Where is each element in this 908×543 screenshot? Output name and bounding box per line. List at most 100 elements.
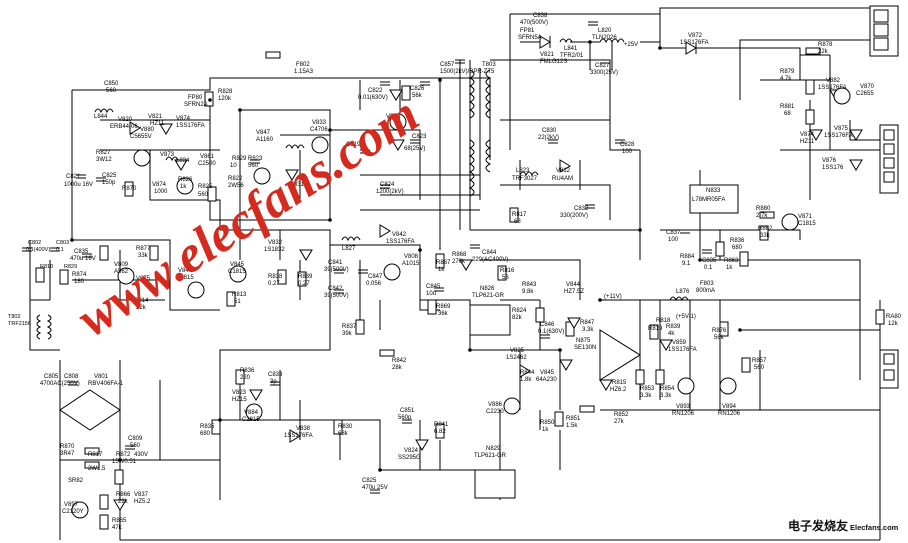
label-r868: R868 — [452, 252, 467, 258]
label-r850: R850 — [540, 420, 555, 426]
label-c833: C833 — [268, 372, 283, 378]
label-v876t: 1SS176 — [822, 165, 844, 171]
label-n829t: TLP621-GR — [474, 453, 507, 459]
label-c837v: 100 — [668, 237, 679, 243]
label-p5v: (+5V-1) — [676, 314, 696, 320]
label-r853v: 3.3k — [640, 393, 652, 399]
label-c828: C828 — [620, 142, 635, 148]
label-v842t: 1SS176FA — [386, 239, 415, 245]
transformer-t803 — [468, 69, 492, 197]
label-r814: R814 — [134, 298, 149, 304]
label-c825: C825 — [102, 173, 117, 179]
label-r880: R880 — [756, 206, 771, 212]
label-v825t: 1S2462 — [506, 355, 527, 361]
label-c822: C822 — [368, 88, 383, 94]
label-c824: C824 — [380, 182, 395, 188]
components — [22, 5, 899, 530]
label-r824v: 82k — [512, 315, 523, 321]
label-v845b: V845 — [540, 370, 555, 376]
label-r827: R827 — [96, 150, 111, 156]
label-r818: R818 — [656, 318, 671, 324]
label-c844: C844 — [482, 250, 497, 256]
label-c838v: 470(500V) — [520, 20, 548, 26]
label-f803v: 800mA — [696, 288, 715, 294]
label-v859: V859 — [672, 340, 687, 346]
label-c808: C808 — [64, 374, 79, 380]
label-c837: C837 — [666, 230, 681, 236]
label-r836: R836 — [730, 238, 745, 244]
label-v893: V893 — [676, 404, 691, 410]
label-r874: R874 — [72, 272, 87, 278]
label-r829b: R829 — [64, 264, 77, 270]
label-r841v: 6.82 — [434, 429, 446, 435]
label-v823: V823 — [232, 390, 247, 396]
label-r866: R866 — [116, 492, 131, 498]
label-r816v: 56 — [502, 275, 509, 281]
label-n875: N875 — [576, 338, 591, 344]
label-r854v: 3.3k — [660, 393, 672, 399]
optocoupler-n829 — [474, 469, 516, 499]
label-r877: R877 — [136, 246, 151, 252]
label-tfr: TFR2/01 — [560, 53, 584, 59]
optocoupler-n826 — [469, 304, 511, 336]
label-r815v: HZ6.2 — [610, 387, 627, 393]
label-v894: V894 — [722, 404, 737, 410]
label-v893t: RN1206 — [672, 411, 695, 417]
label-r817: R817 — [512, 212, 527, 218]
label-r876: R876 — [712, 328, 727, 334]
label-c809b: 430V — [134, 452, 148, 458]
label-c803: C803 — [56, 240, 69, 246]
label-c851: C851 — [400, 408, 415, 414]
label-r879: R879 — [780, 69, 795, 75]
label-r815: R815 — [612, 380, 627, 386]
label-r822v: 2W56 — [228, 183, 244, 189]
label-c838: C838 — [533, 13, 548, 19]
label-t803: T803 — [482, 62, 496, 68]
label-v870t: C2655 — [856, 91, 874, 97]
label-v894t: RN1206 — [718, 411, 741, 417]
label-r842: R842 — [392, 358, 407, 364]
regulator-n833 — [689, 184, 739, 214]
label-n826t: TLP621-GR — [472, 293, 505, 299]
label-c841v: 39(500V) — [324, 267, 349, 273]
label-f803: F803 — [700, 281, 714, 287]
label-c833v: 3p — [270, 379, 277, 385]
label-v838t: 1SS176FA — [284, 433, 313, 439]
label-c835b: C835 — [74, 249, 89, 255]
label-r839b: R839 — [666, 324, 681, 330]
label-fp81: FP81 — [520, 28, 535, 34]
label-r852v: 27k — [614, 419, 625, 425]
label-v847: V847 — [256, 130, 271, 136]
label-c825v: 150p — [102, 180, 116, 186]
resistors — [35, 47, 885, 530]
label-r839: R839 — [298, 274, 313, 280]
label-r825: R825 — [198, 184, 213, 190]
label-r854: R854 — [660, 386, 675, 392]
label-v801: V801 — [94, 374, 109, 380]
label-c1000: 1000 — [154, 189, 168, 195]
label-r836v: 680 — [732, 245, 743, 251]
label-v821b: V821 — [148, 114, 163, 120]
label-v874b: V874 — [176, 116, 191, 122]
label-r843v: 9.8k — [522, 289, 534, 295]
label-v874c: V874 — [152, 182, 167, 188]
label-c845v: 10u — [426, 291, 436, 297]
label-v876: V876 — [822, 158, 837, 164]
label-v871t: C1815 — [798, 221, 816, 227]
label-v808: V808 — [404, 254, 419, 260]
diodes — [113, 35, 863, 511]
label-r830: R830 — [338, 424, 353, 430]
label-c2500: C2500 — [198, 161, 216, 167]
label-v812: V812 — [556, 168, 571, 174]
label-r847v: 3.3k — [582, 327, 594, 333]
label-c830: C830 — [542, 128, 557, 134]
label-r870bv: 3R47 — [60, 451, 75, 457]
label-c809v: 560 — [130, 443, 141, 449]
label-p11v: (+11V) — [604, 294, 622, 300]
label-n826: N826 — [480, 286, 495, 292]
label-l820: L820 — [598, 28, 612, 34]
label-r867: R867 — [436, 260, 451, 266]
label-r842v: 28k — [392, 365, 403, 371]
label-c850: C850 — [104, 81, 119, 87]
